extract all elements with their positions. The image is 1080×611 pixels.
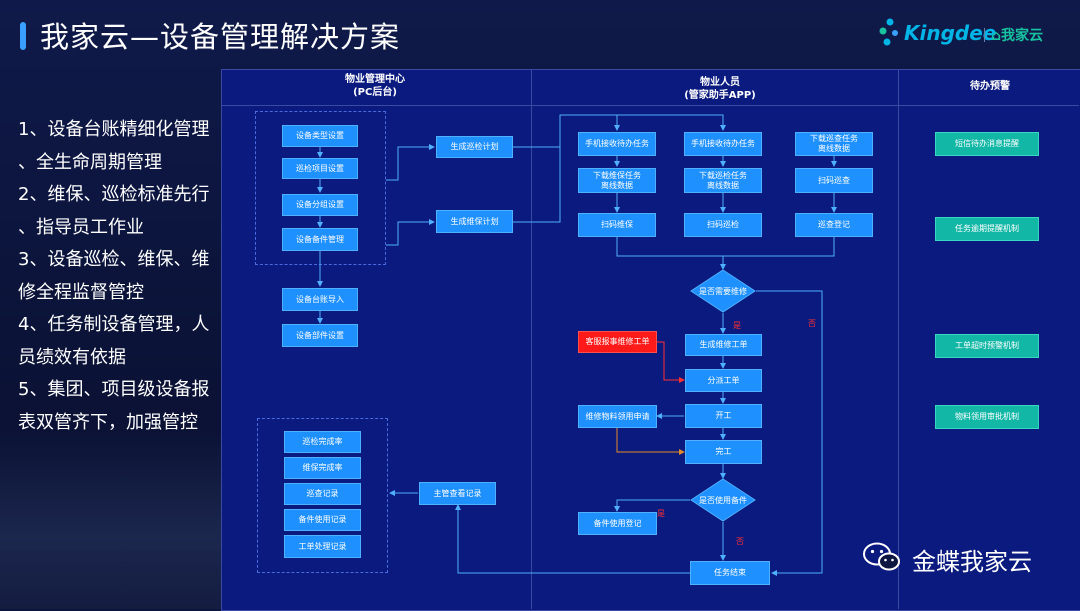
column-divider xyxy=(898,69,899,609)
lane2-step: 手机接收待办任务 xyxy=(684,132,762,156)
plan-box: 生成维保计划 xyxy=(436,210,513,233)
feature-line: 表双管齐下，加强管控 xyxy=(18,411,198,433)
lane1-step: 扫码维保 xyxy=(578,213,656,237)
feature-line: 修全程监督管控 xyxy=(18,281,144,303)
decision-repair-label: 是否需要维修 xyxy=(699,286,747,296)
plan-box: 生成巡检计划 xyxy=(436,136,513,158)
feature-line: 3、设备巡检、维保、维 xyxy=(18,249,210,270)
pc-setup-item: 设备分组设置 xyxy=(282,194,358,216)
no-label: 否 xyxy=(808,319,816,328)
logo-sub: ⌂我家云 xyxy=(991,28,1044,44)
pc-setup-item: 设备备件管理 xyxy=(282,228,358,251)
kingdee-dots-icon xyxy=(879,18,898,46)
lane3-step: 下载巡查任务 离线数据 xyxy=(795,132,873,156)
alert-item: 工单超时预警机制 xyxy=(935,334,1039,358)
feature-line: 4、任务制设备管理，人 xyxy=(18,314,210,335)
logo-separator xyxy=(984,28,985,42)
feature-list: 1、设备台账精细化管理 、全生命周期管理 2、维保、巡检标准先行 、指导员工作业… xyxy=(18,114,223,439)
page-title: 我家云—设备管理解决方案 xyxy=(40,20,401,54)
report-item: 工单处理记录 xyxy=(284,535,361,558)
column-header-alert: 待办预警 xyxy=(970,81,1010,92)
no-label: 否 xyxy=(736,537,744,546)
repair-step: 生成维修工单 xyxy=(685,334,762,356)
lane3-step: 巡查登记 xyxy=(795,213,873,237)
lane1-step: 下载维保任务 离线数据 xyxy=(578,168,656,193)
alert-item: 物料领用审批机制 xyxy=(935,405,1039,429)
decision-repair-diamond xyxy=(690,269,756,313)
pc-setup-item: 巡检项目设置 xyxy=(282,158,358,179)
repair-step: 完工 xyxy=(685,440,762,464)
pc-step-item: 设备台账导入 xyxy=(282,288,358,311)
decision-parts-label: 是否使用备件 xyxy=(699,495,747,505)
lane2-step: 下载巡检任务 离线数据 xyxy=(684,168,762,193)
wechat-account: 金蝶我家云 xyxy=(862,537,1072,577)
background-city-image xyxy=(0,430,230,609)
lane3-step: 扫码巡查 xyxy=(795,168,873,193)
column-header-pc: 物业管理中心 (PC后台) xyxy=(345,74,405,98)
kingdee-logo: Kingdee ⌂我家云 xyxy=(878,18,1058,52)
pc-step-item: 设备部件设置 xyxy=(282,324,358,347)
logo-sub-text: 我家云 xyxy=(1001,28,1044,44)
lane2-step: 扫码巡检 xyxy=(684,213,762,237)
report-item: 维保完成率 xyxy=(284,457,361,479)
column-header-staff: 物业人员 (管家助手APP) xyxy=(684,77,756,101)
feature-line: 1、设备台账精细化管理 xyxy=(18,119,210,140)
repair-step: 开工 xyxy=(685,404,762,428)
feature-line: 5、集团、项目级设备报 xyxy=(18,379,210,400)
yes-label: 是 xyxy=(733,321,741,330)
yes-label: 是 xyxy=(657,509,665,518)
feature-line: 、全生命周期管理 xyxy=(18,151,162,173)
alert-item: 任务逾期提醒机制 xyxy=(935,217,1039,241)
logo-brand: Kingdee xyxy=(904,21,997,45)
parts-register-box: 备件使用登记 xyxy=(578,512,657,535)
header-divider xyxy=(221,105,1079,106)
feature-line: 2、维保、巡检标准先行 xyxy=(18,184,210,205)
task-end-box: 任务结束 xyxy=(690,561,770,585)
pc-setup-item: 设备类型设置 xyxy=(282,125,358,147)
material-request-box: 维修物料领用申请 xyxy=(578,405,657,428)
repair-step: 分派工单 xyxy=(685,369,762,392)
report-item: 备件使用记录 xyxy=(284,509,361,531)
alert-item: 短信待办消息提醒 xyxy=(935,132,1039,156)
feature-line: 员绩效有依据 xyxy=(18,346,126,368)
pc-setup-group xyxy=(255,111,386,265)
decision-parts-diamond xyxy=(690,478,756,522)
feature-line: 、指导员工作业 xyxy=(18,216,144,238)
title-accent-bar xyxy=(20,22,26,50)
lane1-step: 手机接收待办任务 xyxy=(578,132,656,156)
column-divider xyxy=(531,69,532,609)
wechat-icon xyxy=(863,542,900,571)
customer-report-box: 客服报事维修工单 xyxy=(578,331,657,353)
wechat-name: 金蝶我家云 xyxy=(912,548,1032,576)
reports-group xyxy=(257,418,388,573)
supervisor-box: 主管查看记录 xyxy=(419,482,496,505)
report-item: 巡查记录 xyxy=(284,483,361,505)
report-item: 巡检完成率 xyxy=(284,431,361,453)
